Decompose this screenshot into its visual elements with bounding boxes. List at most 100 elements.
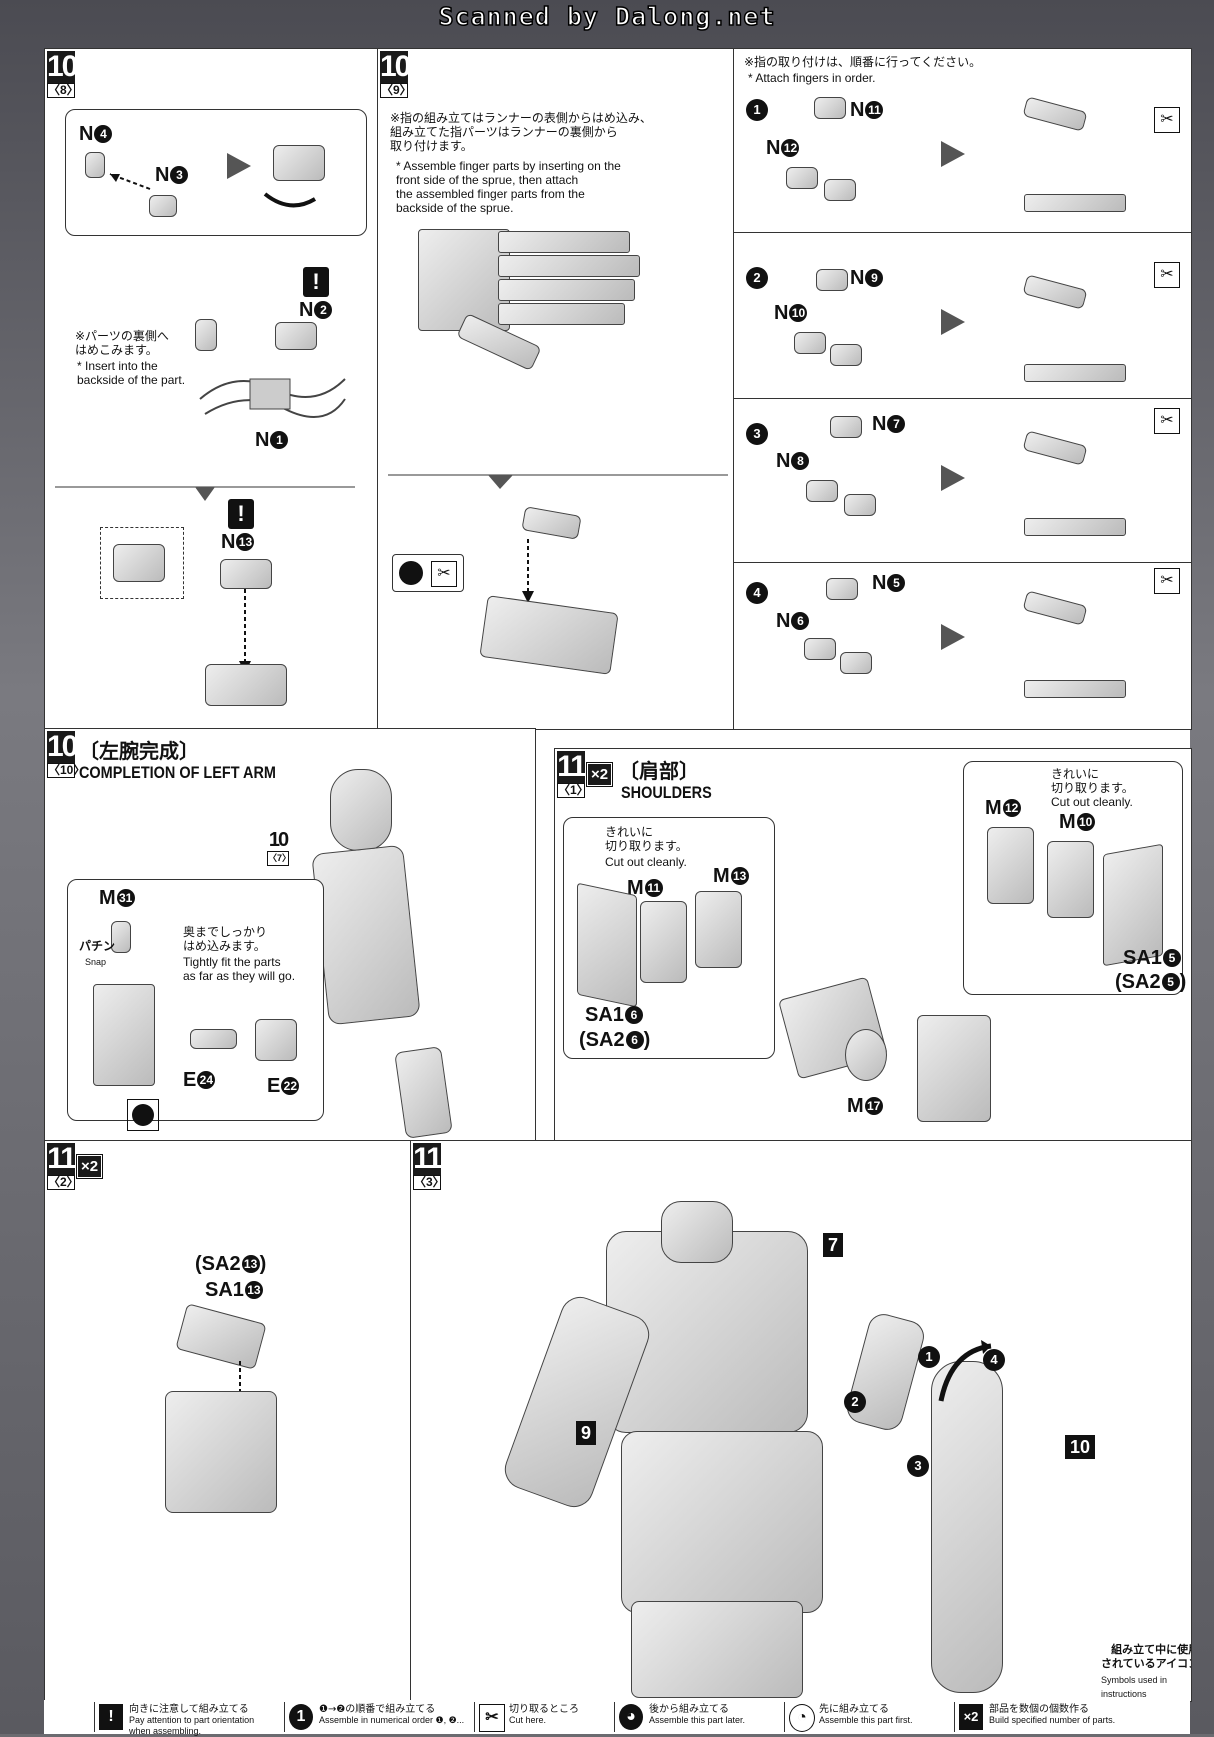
- gundam-legs: [631, 1601, 803, 1698]
- shoulder-right-shell: [917, 1015, 991, 1122]
- part-sa113: [175, 1303, 267, 1370]
- part-m17: [845, 1029, 887, 1081]
- shoulder-assembly: [843, 1310, 928, 1434]
- part-m11: [640, 901, 687, 983]
- nipper-icon: ✂: [1154, 568, 1180, 594]
- order-number-3: 3: [907, 1455, 929, 1477]
- numbered-order-icon: 1: [289, 1704, 313, 1730]
- attention-icon: !: [99, 1704, 123, 1730]
- icon-legend-jp: 組み立て中に使用 されているアイコン: [1101, 1643, 1191, 1671]
- note-jp: 奥までしっかり はめ込みます。: [183, 925, 268, 953]
- note-en: Tightly fit the parts as far as they wil…: [183, 955, 296, 983]
- nipper-icon: ✂: [479, 1704, 505, 1732]
- hand-assembly: [394, 1046, 453, 1139]
- part-m10: [1047, 841, 1094, 918]
- part-tag-10: 10: [1065, 1435, 1096, 1459]
- next-arrow-icon: [227, 153, 251, 179]
- step-number: 10〈10〉: [47, 730, 86, 778]
- legend-text-en: Build specified number of parts.: [989, 1715, 1116, 1725]
- order-number-1: 1: [918, 1346, 940, 1368]
- part-tag-7: 7: [823, 1233, 844, 1257]
- part-back-piece: [195, 319, 217, 351]
- step-title-jp: 〔左腕完成〕: [79, 739, 199, 763]
- finger-part: [521, 506, 582, 540]
- step-number: 11〈3〉: [413, 1142, 445, 1190]
- left-arm-assembly: [931, 1361, 1003, 1693]
- multiply-icon: ×2: [75, 1154, 104, 1179]
- note-jp: ※パーツの裏側へ はめこみます。: [75, 329, 169, 357]
- part-n13-detail: [113, 544, 165, 582]
- shoulder-armor-left: [577, 882, 637, 1008]
- legend-text-jp: 向きに注意して組み立てる: [129, 1704, 249, 1715]
- legend-text-en: Assemble this part later.: [649, 1715, 746, 1725]
- gundam-head: [661, 1201, 733, 1263]
- divider-arrow: [55, 486, 355, 501]
- cut-note-en: Cut out cleanly.: [1051, 795, 1133, 809]
- step-number: 10〈8〉: [47, 50, 79, 98]
- legend-text-jp: 切り取るところ: [509, 1704, 579, 1715]
- assembled-part: [273, 145, 325, 181]
- legend-text-en: Assemble in numerical order ❶, ❷...: [319, 1715, 465, 1725]
- upper-arm: [330, 769, 392, 851]
- cut-note-en: Cut out cleanly.: [605, 855, 687, 869]
- part-m31: [111, 921, 131, 953]
- order-number-2: 2: [844, 1391, 866, 1413]
- cut-note-jp: きれいに 切り取ります。: [1051, 767, 1134, 795]
- step-number: 10〈9〉: [380, 50, 412, 98]
- reference-box: [100, 527, 184, 599]
- panel-step-11-1: 11〈1〉 ×2 〔肩部〕 SHOULDERS きれいに 切り取ります。 Cut…: [554, 748, 1192, 1142]
- legend-text-en: Cut here.: [509, 1715, 547, 1725]
- finger-sprue: [418, 229, 640, 372]
- note-jp: ※指の取り付けは、順番に行ってください。: [744, 55, 982, 69]
- legend-text-en: Assemble this part first.: [819, 1715, 913, 1725]
- order-number: 1: [746, 99, 768, 121]
- icon-legend-en: Symbols used in instructions: [1101, 1673, 1191, 1701]
- shoulder-block: [165, 1391, 277, 1513]
- hand-frame: [479, 595, 619, 675]
- step-number: 11〈1〉: [557, 750, 589, 798]
- icon-note-box: ✂: [392, 554, 464, 592]
- next-arrow-icon: [941, 309, 965, 335]
- step-title-jp: 〔肩部〕: [619, 759, 699, 783]
- note-jp: ※指の組み立てはランナーの表側からはめ込み、 組み立てた指パーツはランナーの裏側…: [390, 111, 652, 153]
- hand-base: [205, 664, 287, 706]
- part-n4: [85, 152, 105, 178]
- next-arrow-icon: [941, 465, 965, 491]
- assembly-arrow: [522, 539, 534, 603]
- panel-step-11-3: 11〈3〉 7 9 10 1 2 3 4 組み立て中に使用 されているアイコン …: [410, 1140, 1192, 1702]
- nipper-icon: ✂: [1154, 107, 1180, 133]
- part-n13: [220, 559, 272, 589]
- nipper-icon: ✂: [1154, 408, 1180, 434]
- order-number: 4: [746, 582, 768, 604]
- note-en: * Insert into the backside of the part.: [77, 359, 186, 387]
- part-n2: [275, 322, 317, 350]
- gundam-waist: [621, 1431, 823, 1613]
